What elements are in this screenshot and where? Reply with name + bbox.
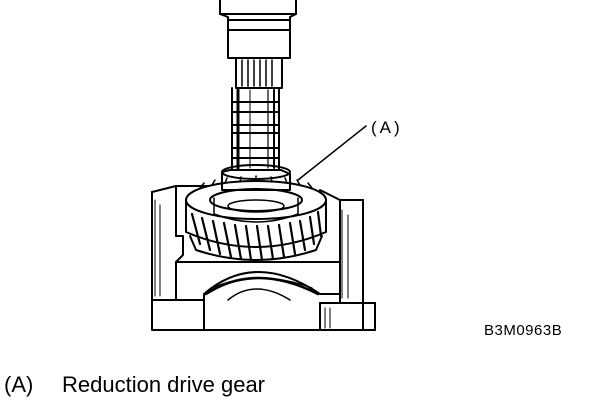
legend-text: Reduction drive gear <box>62 372 266 397</box>
figure-code: B3M0963B <box>484 322 563 339</box>
legend-key: (A) <box>4 372 34 397</box>
callout-leader-line <box>297 125 367 181</box>
reduction-drive-gear <box>185 175 327 262</box>
legend-item: (A) Reduction drive gear <box>4 372 265 398</box>
press-shaft <box>219 0 297 191</box>
callout-label-a: (A) <box>371 118 403 137</box>
support-block <box>151 185 376 331</box>
